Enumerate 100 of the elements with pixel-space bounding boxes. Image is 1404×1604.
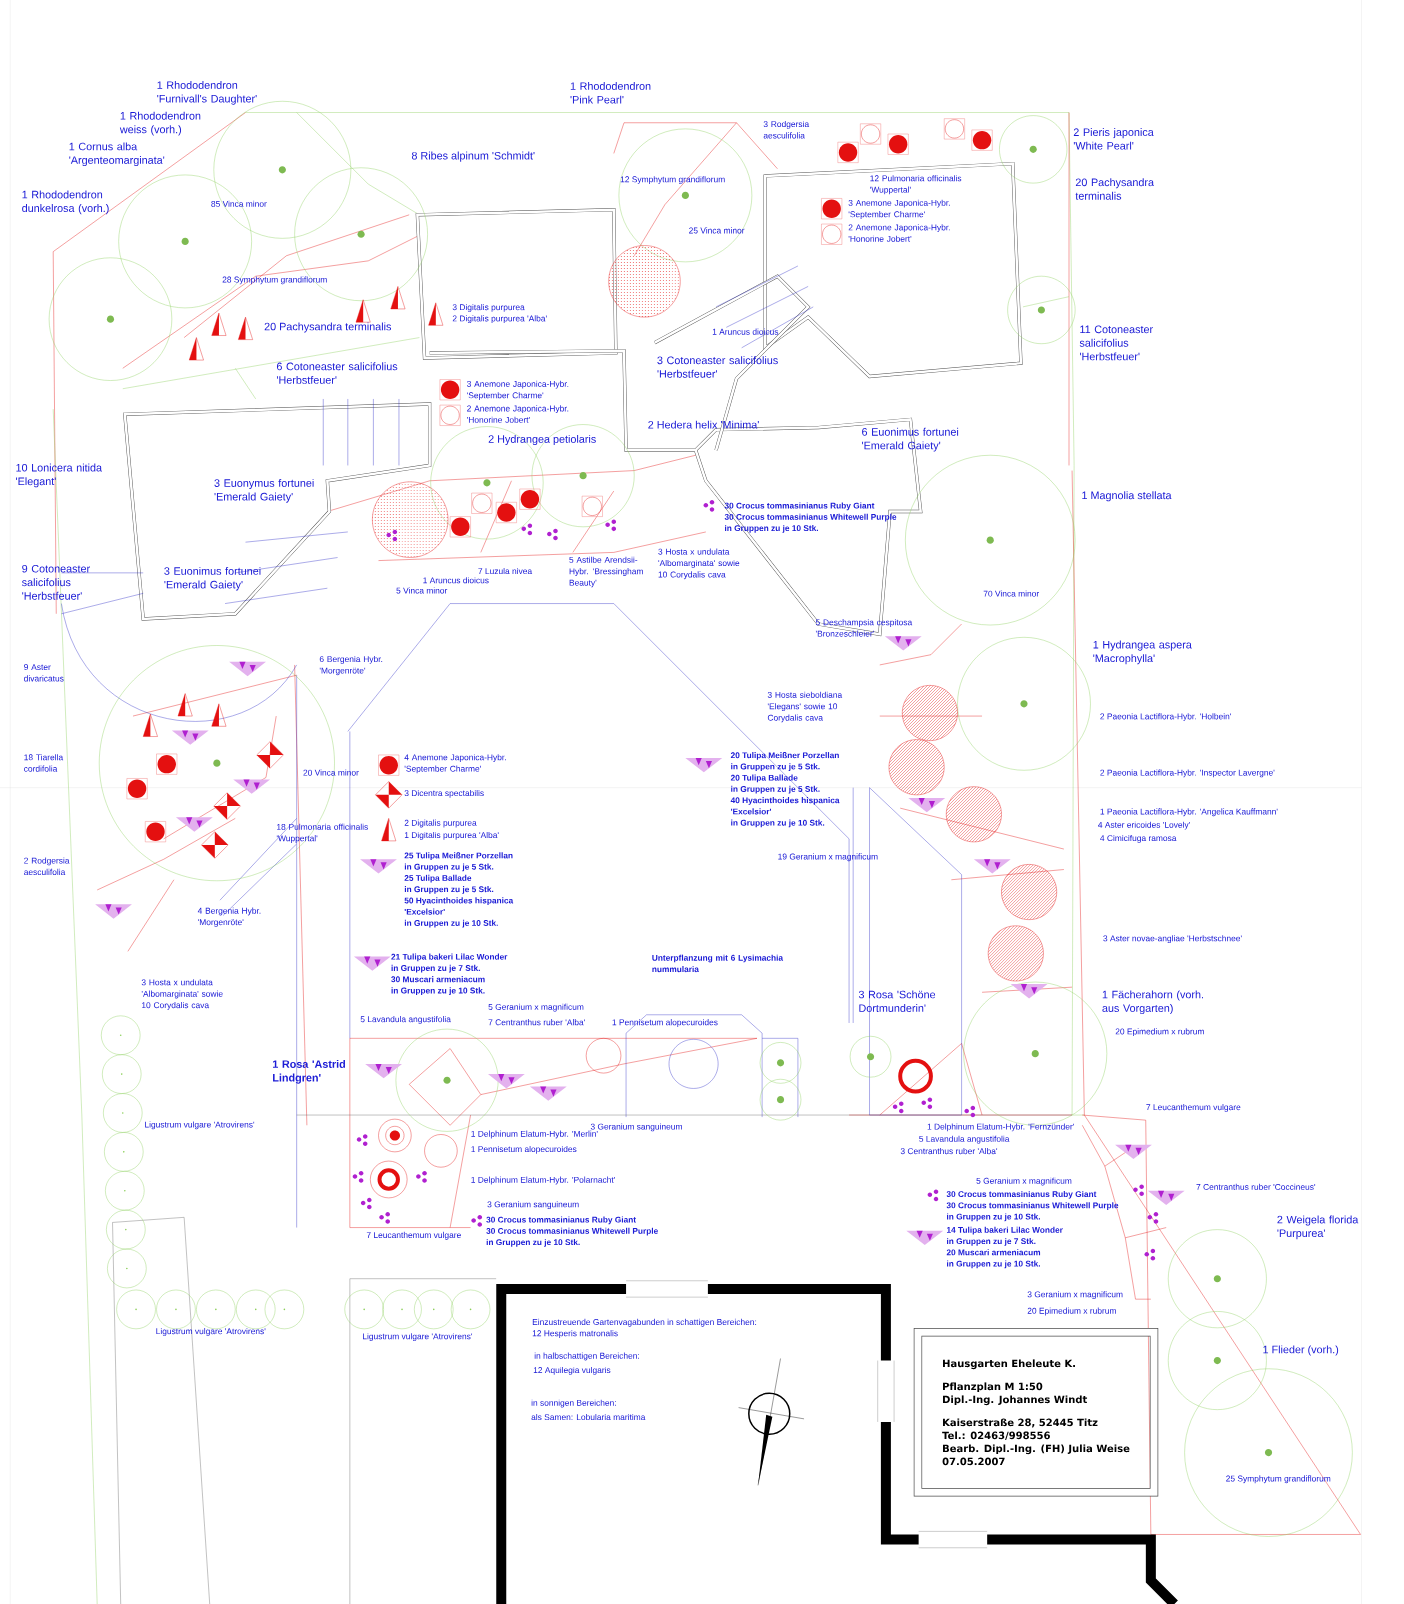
- plant-label: 3 Centranthus ruber 'Alba': [901, 1148, 998, 1155]
- plant-label: 30 Crocus tommasinianus Ruby Giant: [724, 502, 875, 511]
- plant-label: in Gruppen zu je 5 Stk.: [405, 863, 494, 872]
- plant-label: 1 Aruncus dioicus: [423, 577, 489, 584]
- plant-label: 1 Delphinum Elatum-Hybr. 'Merlin': [471, 1130, 598, 1139]
- plant-label: in Gruppen zu je 5 Stk.: [731, 785, 820, 794]
- plant-label: 1 Pennisetum alopecuroides: [471, 1145, 577, 1154]
- plant-label: 1 Rhododendron 'Pink Pearl': [570, 82, 651, 104]
- title-block: Hausgarten Eheleute K. Pflanzplan M 1:50 Dipl.-Ing. Johannes Windt Kaiserstraße 28, 52445 Titz Tel.: 02463/998556 Bearb. Dipl.-Ing. (FH) Julia Weise 07.05.2007: [914, 1328, 1159, 1497]
- plant-label: 4 Cimicifuga ramosa: [1100, 834, 1177, 843]
- plant-label: 3 Geranium x magnificum: [1027, 1291, 1123, 1299]
- plant-label: 7 Luzula nivea: [478, 567, 533, 575]
- plant-label: 3 Cotoneaster salicifolius 'Herbstfeuer': [657, 356, 779, 378]
- plant-label: 1 Hydrangea aspera 'Macrophylla': [1093, 640, 1193, 665]
- note-text: in halbschattigen Bereichen:: [535, 1352, 640, 1361]
- plant-label: in Gruppen zu je 7 Stk.: [947, 1238, 1036, 1246]
- plant-label: in Gruppen zu je 10 Stk.: [731, 819, 825, 828]
- plant-label: 2 Rodgersia aesculifolia: [24, 857, 70, 875]
- plant-label: 19 Geranium x magnificum: [778, 853, 878, 862]
- plant-label: 30 Crocus tommasinianus Whitewell Purple: [486, 1227, 659, 1236]
- plant-label: 11 Cotoneaster salicifolius 'Herbstfeuer': [1080, 325, 1154, 361]
- plant-label: 'Excelsior': [731, 808, 772, 815]
- plant-label: 20 Tulipa Ballade: [731, 774, 798, 783]
- plant-label: 1 Rhododendron dunkelrosa (vorh.): [22, 190, 109, 215]
- plant-label: 4 Aster ericoides 'Lovely': [1098, 821, 1191, 830]
- plant-label: 3 Geranium sanguineum: [487, 1201, 579, 1209]
- plant-label: 28 Symphytum grandiflorum: [222, 276, 327, 285]
- plant-label: 30 Crocus tommasinianus Ruby Giant: [946, 1190, 1097, 1199]
- plant-label: in Gruppen zu je 10 Stk.: [391, 987, 485, 996]
- note-text: 12 Aquilegia vulgaris: [534, 1366, 611, 1375]
- plant-label: 4 Anemone Japonica-Hybr. 'September Charme': [404, 754, 507, 774]
- plant-label: 14 Tulipa bakeri Lilac Wonder: [947, 1226, 1063, 1235]
- plant-label: 1 Delphinum Elatum-Hybr. 'Fernzünder': [927, 1123, 1075, 1132]
- plant-label: 20 Vinca minor: [303, 769, 359, 776]
- plant-label: 3 Anemone Japonica-Hybr. 'September Charme': [467, 380, 569, 400]
- plant-label: 4 Bergenia Hybr. 'Morgenröte': [198, 907, 261, 927]
- plant-label: 3 Anemone Japonica-Hybr. 'September Charme': [848, 199, 950, 219]
- plant-label: 20 Muscari armeniacum: [947, 1249, 1041, 1256]
- note-text: als Samen: Lobularia maritima: [531, 1413, 646, 1421]
- plant-label: 3 Hosta x undulata 'Albomarginata' sowie 10 Corydalis cava: [141, 979, 223, 1010]
- plant-label: Ligustrum vulgare 'Atrovirens': [145, 1121, 255, 1130]
- plant-label: 7 Centranthus ruber 'Alba': [488, 1019, 586, 1026]
- plant-label: 30 Muscari armeniacum: [391, 976, 485, 983]
- plant-label: Ligustrum vulgare 'Atrovirens': [156, 1328, 266, 1336]
- plant-label: 3 Euonimus fortunei 'Emerald Gaiety': [164, 566, 261, 591]
- plant-label: 40 Hyacinthoides hispanica: [731, 797, 840, 805]
- plant-label: 85 Vinca minor: [211, 200, 267, 207]
- plant-label: 20 Pachysandra terminalis: [264, 322, 392, 333]
- plant-label: 20 Pachysandra terminalis: [1075, 178, 1155, 200]
- plant-label: 1 Rosa 'Astrid Lindgren': [273, 1060, 346, 1084]
- plant-label: 9 Cotoneaster salicifolius 'Herbstfeuer': [22, 564, 91, 600]
- plant-label: 1 Rhododendron 'Furnivall's Daughter': [157, 81, 257, 105]
- plant-label: 50 Hyacinthoides hispanica: [404, 897, 514, 906]
- plant-label: 30 Crocus tommasinianus Ruby Giant: [486, 1216, 637, 1225]
- plant-label: Ligustrum vulgare 'Atrovirens': [363, 1333, 473, 1341]
- plant-label: in Gruppen zu je 5 Stk.: [731, 763, 820, 772]
- plant-label: 20 Epimedium x rubrum: [1115, 1028, 1205, 1037]
- plant-label: 5 Geranium x magnificum: [488, 1003, 584, 1012]
- plant-label: 12 Pulmonaria officinalis 'Wuppertal': [870, 175, 962, 195]
- plant-label: 6 Euonimus fortunei 'Emerald Gaiety': [862, 427, 959, 452]
- plant-label: 8 Ribes alpinum 'Schmidt': [412, 151, 535, 162]
- plant-label: in Gruppen zu je 10 Stk.: [405, 919, 499, 928]
- plant-label: 3 Geranium sanguineum: [591, 1123, 683, 1132]
- plant-label: 2 Anemone Japonica-Hybr. 'Honorine Jobert': [467, 405, 569, 423]
- plant-label: 6 Bergenia Hybr. 'Morgenröte': [320, 655, 383, 676]
- plant-label: 2 Pieris japonica 'White Pearl': [1074, 128, 1154, 150]
- plant-label: 2 Anemone Japonica-Hybr. 'Honorine Jobert': [848, 224, 950, 242]
- plant-label: 20 Epimedium x rubrum: [1027, 1307, 1117, 1316]
- plant-label: 70 Vinca minor: [983, 590, 1040, 597]
- plant-label: 2 Digitalis purpurea 'Alba': [453, 315, 547, 324]
- plant-label: 5 Lavandula angustifolia: [360, 1016, 452, 1024]
- plant-label: 18 Tiarella cordifolia: [24, 754, 64, 772]
- plant-label: 6 Cotoneaster salicifolius 'Herbstfeuer': [277, 362, 398, 384]
- plant-label: 5 Deschampsia cespitosa 'Bronzeschleier': [816, 619, 913, 637]
- plant-label: 25 Symphytum grandiflorum: [1226, 1475, 1331, 1484]
- plant-label: 1 Delphinum Elatum-Hybr. 'Polarnacht': [471, 1176, 616, 1185]
- plant-label: 25 Vinca minor: [689, 227, 745, 234]
- plant-label: 7 Centranthus ruber 'Coccineus': [1196, 1183, 1316, 1190]
- plant-label: 1 Fächerahorn (vorh. aus Vorgarten): [1102, 990, 1204, 1015]
- plant-label: 3 Rosa 'Schöne Dortmunderin': [859, 990, 936, 1012]
- plant-label: in Gruppen zu je 10 Stk.: [725, 525, 819, 533]
- plant-label: 5 Vinca minor: [396, 587, 448, 594]
- plant-label: 2 Paeonia Lactiflora-Hybr. 'Holbein': [1100, 713, 1232, 722]
- plant-label: 25 Tulipa Meißner Porzellan: [404, 852, 513, 861]
- plant-label: 3 Digitalis purpurea: [452, 304, 525, 312]
- plant-label: 7 Leucanthemum vulgare: [367, 1231, 462, 1240]
- plant-label: 1 Rhododendron weiss (vorh.): [120, 111, 201, 136]
- plant-label: 3 Aster novae-angliae 'Herbstschnee': [1103, 935, 1242, 944]
- plant-label: 1 Cornus alba 'Argenteomarginata': [69, 142, 165, 167]
- plant-label: 3 Rodgersia aesculifolia: [763, 120, 810, 139]
- plant-label: 21 Tulipa bakeri Lilac Wonder: [391, 953, 508, 962]
- plant-label: 30 Crocus tommasinianus Whitewell Purple: [946, 1202, 1119, 1210]
- plant-label: 30 Crocus tommasinianus Whitewell Purple: [724, 513, 897, 522]
- plant-label: 3 Hosta x undulata 'Albomarginata' sowie 10 Corydalis cava: [658, 548, 740, 580]
- plant-label: in Gruppen zu je 10 Stk.: [486, 1239, 580, 1247]
- plant-label: 10 Lonicera nitida 'Elegant': [16, 463, 103, 488]
- plant-label: 2 Paeonia Lactiflora-Hybr. 'Inspector Lavergne': [1100, 769, 1275, 778]
- plant-label: 3 Dicentra spectabilis: [404, 789, 485, 798]
- plant-label: in Gruppen zu je 10 Stk.: [947, 1213, 1041, 1222]
- plant-label: 3 Euonymus fortunei 'Emerald Gaiety': [214, 478, 314, 503]
